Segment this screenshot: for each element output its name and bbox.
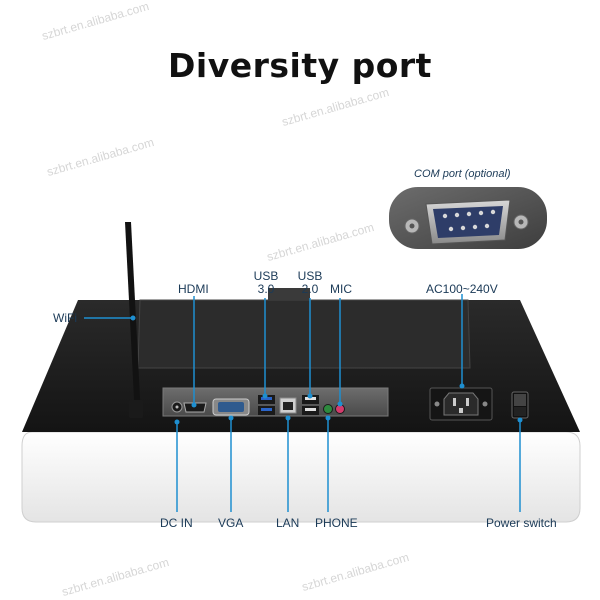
phone-label: PHONE bbox=[315, 516, 358, 530]
callout-lines bbox=[84, 294, 521, 512]
usb2-label-line1: USB bbox=[297, 269, 323, 283]
com-port-label: COM port (optional) bbox=[414, 168, 511, 180]
usb2-label: USB 2.0 bbox=[294, 270, 326, 296]
page-title: Diversity port bbox=[168, 46, 432, 85]
dc-in-label: DC IN bbox=[160, 516, 193, 530]
vga-label: VGA bbox=[218, 516, 244, 530]
com-port-inset bbox=[387, 185, 549, 251]
monitor-front-bezel bbox=[21, 431, 581, 523]
usb2-label-line2: 2.0 bbox=[301, 282, 319, 296]
vesa-tab bbox=[268, 288, 310, 300]
usb3-label-line2: 3.0 bbox=[257, 282, 275, 296]
hdmi-port bbox=[183, 402, 207, 413]
phone-jack bbox=[323, 404, 333, 414]
ac-label: AC100~240V bbox=[426, 282, 498, 296]
lan-label: LAN bbox=[276, 516, 300, 530]
hdmi-label: HDMI bbox=[178, 282, 209, 296]
vesa-plate bbox=[137, 299, 471, 369]
usb3-label-line1: USB bbox=[253, 269, 279, 283]
wifi-label: WiFi bbox=[53, 311, 77, 325]
mic-label: MIC bbox=[330, 282, 352, 296]
power-switch-label: Power switch bbox=[486, 516, 557, 530]
usb3-label: USB 3.0 bbox=[250, 270, 282, 296]
